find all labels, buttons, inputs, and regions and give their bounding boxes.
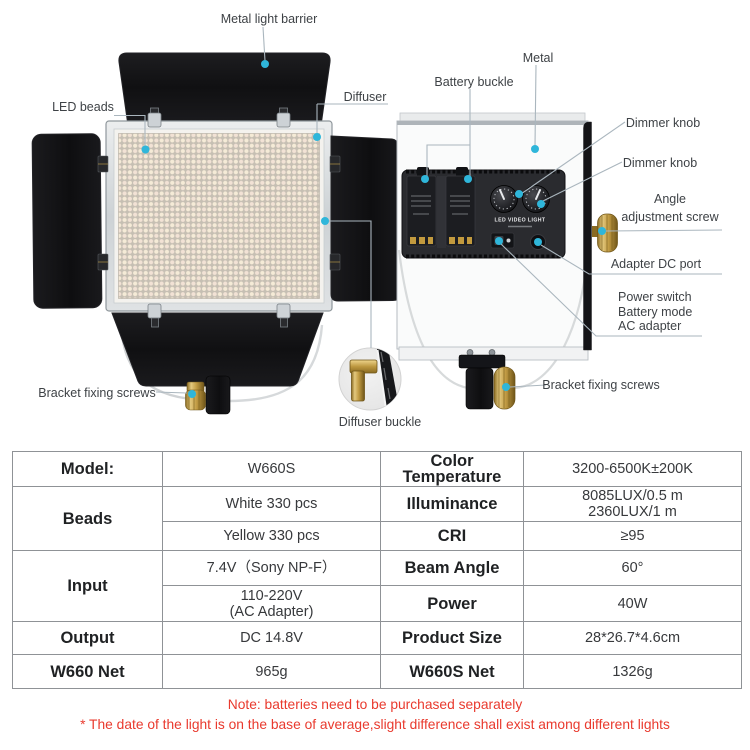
barn-door-bottom bbox=[111, 312, 324, 387]
spec-label: Illuminance bbox=[380, 486, 524, 522]
callout-markers bbox=[141, 60, 606, 398]
marker-bracket-right bbox=[502, 383, 510, 391]
magnifier-detail bbox=[338, 347, 402, 411]
label-diffuser-buckle: Diffuser buckle bbox=[338, 415, 422, 429]
barn-door-right bbox=[330, 135, 404, 302]
table-row: Model: W660S Color Temperature 3200-6500… bbox=[12, 451, 742, 487]
marker-bracket-left bbox=[188, 390, 196, 398]
label-bracket-fixing-screws-left: Bracket fixing screws bbox=[38, 386, 156, 400]
label-diffuser: Diffuser bbox=[343, 90, 387, 104]
marker-diffuser bbox=[313, 133, 321, 141]
marker-dc-port bbox=[534, 238, 542, 246]
marker-dimmer-1 bbox=[515, 190, 523, 198]
product-diagram-art: LED VIDEO LIGHT bbox=[31, 26, 723, 415]
spec-value: Yellow 330 pcs bbox=[162, 521, 381, 551]
spec-label: Output bbox=[12, 621, 163, 655]
label-angle-adjustment-screw: Angle adjustment screw bbox=[621, 192, 719, 224]
note-batteries: Note: batteries need to be purchased sep… bbox=[227, 697, 523, 712]
marker-led-beads bbox=[141, 145, 150, 154]
angle-screw bbox=[592, 213, 618, 253]
spec-label: Color Temperature bbox=[380, 451, 524, 487]
battery-plate bbox=[445, 167, 476, 247]
spec-label: Beads bbox=[12, 486, 163, 551]
label-metal: Metal bbox=[522, 51, 554, 65]
spec-value: 110-220V (AC Adapter) bbox=[162, 585, 381, 622]
back-right-flap bbox=[583, 121, 592, 351]
label-led-beads: LED beads bbox=[52, 100, 114, 114]
note-disclaimer: * The date of the light is on the base o… bbox=[80, 717, 670, 732]
spec-label: Input bbox=[12, 550, 163, 622]
spec-label: W660S Net bbox=[380, 654, 524, 689]
marker-power-switch bbox=[495, 237, 503, 245]
spec-value: 28*26.7*4.6cm bbox=[523, 621, 742, 655]
left-stand bbox=[185, 375, 231, 415]
spec-label: Power bbox=[380, 585, 524, 622]
barn-door-top bbox=[118, 52, 331, 123]
marker-diffuser-buckle bbox=[321, 217, 329, 225]
spec-value: 60° bbox=[523, 550, 742, 586]
side-clips bbox=[97, 155, 341, 271]
marker-dimmer-2 bbox=[537, 200, 545, 208]
marker-battery-buckle-2 bbox=[464, 175, 472, 183]
spec-label: Product Size bbox=[380, 621, 524, 655]
table-row: Input 7.4V（Sony NP-F） Beam Angle 60° bbox=[12, 550, 742, 622]
spec-value: 1326g bbox=[523, 654, 742, 689]
spec-value: 7.4V（Sony NP-F） bbox=[162, 550, 381, 586]
spec-value: White 330 pcs bbox=[162, 486, 381, 522]
led-panel-back-unit: LED VIDEO LIGHT bbox=[396, 112, 618, 410]
marker-metal-light-barrier bbox=[261, 60, 269, 68]
label-bracket-fixing-screws-right: Bracket fixing screws bbox=[542, 378, 660, 392]
spec-label: Beam Angle bbox=[380, 550, 524, 586]
marker-metal bbox=[531, 145, 539, 153]
led-bead-area bbox=[118, 133, 320, 299]
marker-angle-screw bbox=[598, 227, 606, 235]
spec-value: ≥95 bbox=[523, 521, 742, 551]
spec-value: 965g bbox=[162, 654, 381, 689]
marker-battery-buckle-1 bbox=[421, 175, 429, 183]
label-metal-light-barrier: Metal light barrier bbox=[220, 12, 318, 26]
spec-value: DC 14.8V bbox=[162, 621, 381, 655]
hinge-clip-bottom bbox=[147, 303, 291, 328]
table-row: 110-220V (AC Adapter) Power 40W bbox=[13, 585, 742, 622]
spec-value: 3200-6500K±200K bbox=[523, 451, 742, 487]
led-panel-front-unit bbox=[31, 52, 404, 415]
label-power-modes: Power switch Battery mode AC adapter bbox=[618, 290, 693, 333]
barn-door-left bbox=[31, 133, 103, 309]
spec-label: CRI bbox=[380, 521, 524, 551]
panel-brand-text: LED VIDEO LIGHT bbox=[495, 218, 546, 224]
table-row: Beads White 330 pcs Illuminance 8085LUX/… bbox=[12, 486, 742, 551]
label-dimmer-knob-top: Dimmer knob bbox=[625, 116, 701, 130]
spec-value: W660S bbox=[162, 451, 381, 487]
spec-table: Model: W660S Color Temperature 3200-6500… bbox=[12, 451, 742, 689]
table-row: Output DC 14.8V Product Size 28*26.7*4.6… bbox=[12, 621, 742, 655]
spec-label: W660 Net bbox=[12, 654, 163, 689]
label-dimmer-knob-bottom: Dimmer knob bbox=[622, 156, 698, 170]
spec-value: 40W bbox=[523, 585, 742, 622]
label-battery-buckle: Battery buckle bbox=[434, 75, 514, 89]
hinge-clip bbox=[147, 107, 291, 128]
callout-lines bbox=[114, 26, 723, 394]
spec-label: Model: bbox=[12, 451, 163, 487]
table-row: W660 Net 965g W660S Net 1326g bbox=[12, 654, 742, 689]
spec-value: 8085LUX/0.5 m 2360LUX/1 m bbox=[523, 486, 742, 522]
label-adapter-dc-port: Adapter DC port bbox=[610, 257, 702, 271]
battery-plate bbox=[406, 167, 437, 247]
